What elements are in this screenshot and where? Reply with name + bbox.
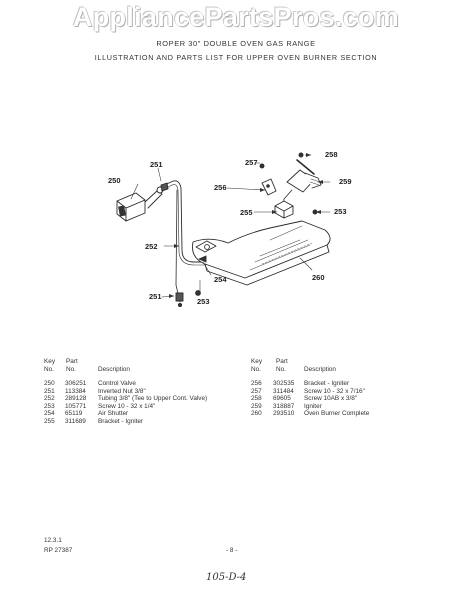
callout-254: 254 bbox=[214, 275, 227, 284]
handwritten-note: 105-D-4 bbox=[206, 572, 247, 583]
screw-253-bottom bbox=[195, 290, 201, 296]
callout-250: 250 bbox=[108, 176, 121, 185]
screw-257 bbox=[259, 163, 265, 169]
igniter-bracket-255 bbox=[274, 200, 294, 219]
footer-code-2: RP 27387 bbox=[44, 547, 73, 554]
callout-258: 258 bbox=[325, 150, 338, 159]
callout-260: 260 bbox=[312, 273, 325, 282]
igniter bbox=[282, 169, 322, 207]
page-number: - 8 - bbox=[226, 547, 238, 554]
gas-tubing bbox=[157, 180, 207, 263]
callout-259: 259 bbox=[339, 177, 352, 186]
oven-burner bbox=[192, 220, 331, 286]
callout-252: 252 bbox=[145, 242, 158, 251]
description-header-left: Description bbox=[98, 366, 130, 373]
screw-258 bbox=[298, 152, 304, 158]
inverted-nut-bottom bbox=[175, 292, 184, 302]
site-watermark: AppliancePartsPros.com bbox=[72, 2, 400, 32]
callout-256: 256 bbox=[214, 183, 227, 192]
callout-251-bottom: 251 bbox=[149, 292, 162, 301]
callout-251-top: 251 bbox=[150, 160, 163, 169]
callout-253-top: 253 bbox=[334, 207, 347, 216]
callout-255: 255 bbox=[240, 208, 253, 217]
model-title: ROPER 30" DOUBLE OVEN GAS RANGE bbox=[156, 39, 316, 48]
section-title: ILLUSTRATION AND PARTS LIST FOR UPPER OV… bbox=[94, 53, 378, 62]
footer-code-1: 12.3.1 bbox=[44, 537, 62, 544]
control-valve bbox=[116, 186, 164, 222]
callout-257: 257 bbox=[245, 158, 258, 167]
callout-253-bottom: 253 bbox=[197, 297, 210, 306]
inverted-nut-top bbox=[160, 182, 169, 192]
description-header-right: Description bbox=[304, 366, 336, 373]
